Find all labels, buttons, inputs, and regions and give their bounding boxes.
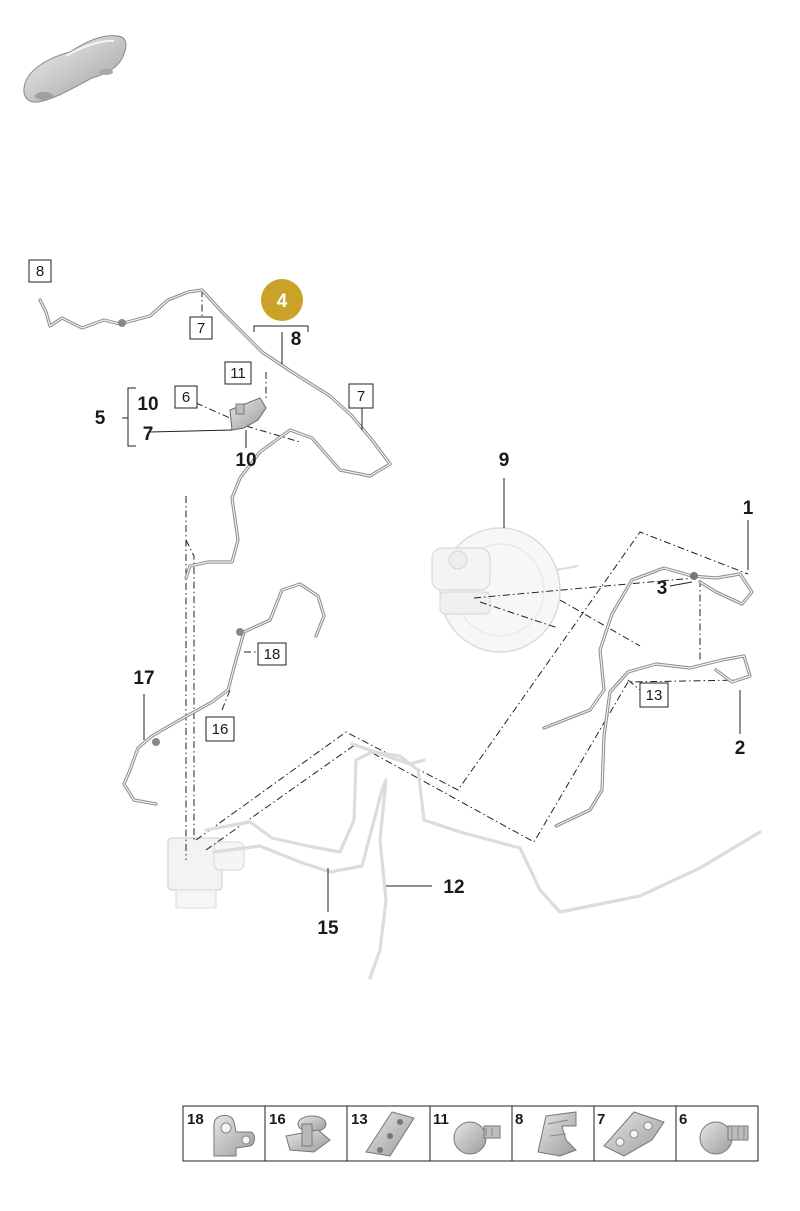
callout-15[interactable]: 15: [317, 918, 339, 939]
legend-cell-8-label: 8: [515, 1111, 523, 1128]
boxed-callout-6[interactable]: 6: [174, 385, 198, 409]
boxed-callout-18-label: 18: [264, 646, 281, 663]
clip-bracket-icon: [229, 397, 267, 431]
callout-7[interactable]: 7: [143, 424, 154, 445]
boxed-callout-6-label: 6: [182, 389, 190, 406]
boxed-callout-16[interactable]: 16: [205, 716, 235, 742]
parts-legend: 18 16 13 11: [182, 1105, 759, 1162]
spring-clip-icon: [537, 1111, 577, 1157]
boxed-callout-7-top-label: 7: [197, 320, 205, 337]
legend-cell-6[interactable]: 6: [679, 1111, 749, 1155]
legend-cell-6-label: 6: [679, 1111, 687, 1128]
bracket-plate-icon: [365, 1111, 415, 1157]
boxed-callout-8[interactable]: 8: [28, 259, 52, 283]
clip-double-icon: [213, 1115, 255, 1157]
brake-booster: [431, 527, 579, 653]
abs-unit: [167, 837, 245, 909]
boxed-callout-7-right-label: 7: [357, 388, 365, 405]
legend-cell-18-label: 18: [187, 1111, 204, 1128]
callout-10-top[interactable]: 10: [137, 394, 158, 415]
callout-9[interactable]: 9: [499, 450, 510, 471]
highlight-badge[interactable]: 4: [261, 279, 303, 321]
callout-1[interactable]: 1: [743, 498, 754, 519]
legend-cell-8[interactable]: 8: [515, 1111, 577, 1157]
legend-cell-7-label: 7: [597, 1111, 605, 1128]
legend-cell-11-label: 11: [433, 1111, 449, 1128]
legend-cell-7[interactable]: 7: [597, 1111, 665, 1157]
boxed-callout-11-label: 11: [230, 365, 246, 382]
legend-cell-16[interactable]: 16: [269, 1111, 331, 1153]
pipe-clip-icon: [603, 1111, 665, 1157]
ghost-brake-lines: [204, 742, 762, 980]
boxed-callout-7-top[interactable]: 7: [189, 316, 213, 340]
callout-2[interactable]: 2: [735, 738, 746, 759]
bolt-icon: [453, 1121, 501, 1155]
screw-icon: [699, 1121, 749, 1155]
boxed-callouts: 8 7 11 6 7 18 16 13: [28, 259, 669, 742]
legend-cell-16-label: 16: [269, 1111, 286, 1128]
callout-3[interactable]: 3: [657, 578, 668, 599]
brake-lines: [38, 288, 754, 828]
callout-17[interactable]: 17: [133, 668, 154, 689]
callout-10-bottom[interactable]: 10: [235, 450, 256, 471]
clip-holder-icon: [285, 1115, 331, 1153]
callout-leaders: [122, 325, 749, 912]
legend-cell-13-label: 13: [351, 1111, 368, 1128]
legend-cell-11[interactable]: 11: [433, 1111, 501, 1155]
boxed-callout-8-label: 8: [36, 263, 44, 280]
boxed-callout-11[interactable]: 11: [224, 361, 252, 385]
boxed-callout-7-right[interactable]: 7: [348, 383, 374, 409]
boxed-callout-13[interactable]: 13: [639, 682, 669, 708]
boxed-callout-13-label: 13: [646, 687, 663, 704]
legend-cell-13[interactable]: 13: [351, 1111, 415, 1157]
dash-dot-leaders: [185, 290, 749, 860]
boxed-callout-16-label: 16: [212, 721, 229, 738]
car-thumbnail-icon: [23, 35, 127, 103]
legend-cell-18[interactable]: 18: [187, 1111, 255, 1157]
highlight-label: 4: [277, 291, 288, 312]
callout-5[interactable]: 5: [95, 408, 106, 429]
callout-8[interactable]: 8: [291, 329, 302, 350]
callout-12[interactable]: 12: [443, 877, 464, 898]
boxed-callout-18[interactable]: 18: [257, 642, 287, 666]
callout-numbers: 1 2 3 5 7 8 9 10 10 12 15 17: [95, 329, 754, 939]
